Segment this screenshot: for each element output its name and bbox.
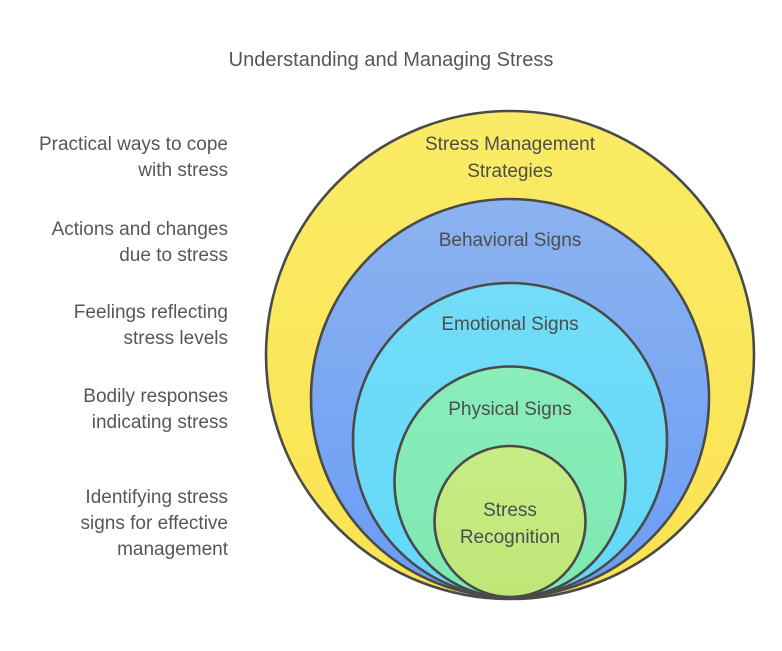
side-label-physical-signs: Bodily responses indicating stress [83,386,228,433]
circle-label-emotional-signs: Emotional Signs [441,314,579,335]
circle-label-stress-recognition: Stress Recognition [459,500,561,548]
diagram-title: Understanding and Managing Stress [228,49,554,71]
side-label-behavioral-signs: Actions and changes due to stress [51,219,228,266]
side-label-stress-recognition: Identifying stress signs for effective m… [80,487,228,560]
circle-stress-recognition [433,444,587,599]
circle-label-physical-signs: Physical Signs [448,399,572,420]
circle-label-stress-management-strategies: Stress Management Strategies [424,134,596,182]
circle-label-behavioral-signs: Behavioral Signs [438,230,582,251]
side-label-stress-management-strategies: Practical ways to cope with stress [38,134,228,181]
side-label-emotional-signs: Feelings reflecting stress levels [73,302,228,349]
